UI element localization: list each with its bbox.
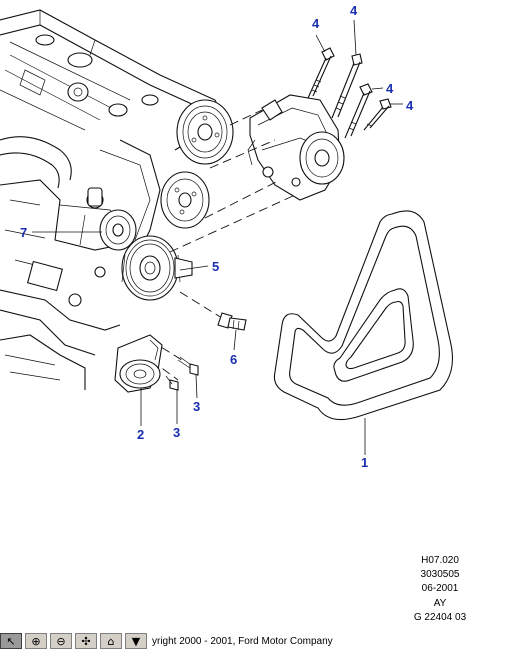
dropdown-button[interactable]: ▼ xyxy=(125,633,147,649)
alignment-line-1 xyxy=(229,109,263,126)
reference-line-4: AY xyxy=(433,597,447,609)
callout-1: 1 xyxy=(361,455,368,470)
bolt-3a xyxy=(177,356,199,376)
drive-belt xyxy=(273,210,453,421)
copyright-text: yright 2000 - 2001, Ford Motor Company xyxy=(152,635,333,647)
ac-compressor xyxy=(247,94,345,201)
callout-4c: 4 xyxy=(386,81,394,96)
callout-4b: 4 xyxy=(350,3,358,18)
viewer-toolbar: ↖ ⊕ ⊖ ✣ ⌂ ▼ yright 2000 - 2001, Ford Mot… xyxy=(0,632,520,650)
alignment-line-2 xyxy=(209,139,276,169)
callout-3a: 3 xyxy=(193,399,200,414)
callout-4d: 4 xyxy=(406,98,414,113)
fit-view-button[interactable]: ✣ xyxy=(75,633,97,649)
bolt-4d xyxy=(363,98,392,131)
bolt-4c xyxy=(344,83,373,139)
home-button[interactable]: ⌂ xyxy=(100,633,122,649)
crankshaft-pulley-5 xyxy=(121,235,193,301)
callout-7: 7 xyxy=(20,225,27,240)
reference-line-1: H07.020 xyxy=(421,555,459,566)
bolt-6 xyxy=(217,312,247,331)
reference-line-2: 3030505 xyxy=(420,569,460,581)
engine-block xyxy=(0,9,226,390)
leader-4c xyxy=(371,87,384,90)
select-arrow-button[interactable]: ↖ xyxy=(0,633,22,649)
callout-5: 5 xyxy=(212,259,219,274)
zoom-in-icon: ⊕ xyxy=(31,634,41,648)
leader-4b xyxy=(353,19,357,56)
alignment-line-5 xyxy=(179,291,223,319)
reference-block: H07.020 3030505 06-2001 AY G 22404 03 xyxy=(400,554,480,625)
callout-4a: 4 xyxy=(312,16,320,31)
callout-6: 6 xyxy=(230,352,237,367)
idler-pulley-upper xyxy=(160,171,210,229)
dropdown-arrow-icon: ▼ xyxy=(131,634,141,648)
leader-6 xyxy=(233,329,237,351)
callout-3b: 3 xyxy=(173,425,180,440)
exploded-parts-diagram: 4 4 4 4 7 5 6 3 2 3 1 xyxy=(0,3,453,470)
alignment-line-4 xyxy=(169,194,296,253)
zoom-out-button[interactable]: ⊖ xyxy=(50,633,72,649)
reference-line-5: G 22404 03 xyxy=(413,611,467,623)
leader-4a xyxy=(315,34,326,53)
select-arrow-icon: ↖ xyxy=(6,634,16,648)
alignment-line-3 xyxy=(204,179,281,219)
zoom-in-button[interactable]: ⊕ xyxy=(25,633,47,649)
leader-5 xyxy=(179,265,209,271)
idler-pulley-7 xyxy=(99,209,137,251)
bolt-4b xyxy=(331,53,363,119)
upper-pulley xyxy=(176,99,234,165)
belt-tensioner xyxy=(114,334,163,393)
zoom-out-icon: ⊖ xyxy=(56,634,66,648)
bolt-4a xyxy=(307,47,335,99)
reference-line-3: 06-2001 xyxy=(421,583,459,595)
fit-view-icon: ✣ xyxy=(81,634,91,648)
leader-3a xyxy=(195,374,198,399)
bolt-3b xyxy=(165,375,179,391)
home-icon: ⌂ xyxy=(107,634,115,648)
callout-2: 2 xyxy=(137,427,144,442)
